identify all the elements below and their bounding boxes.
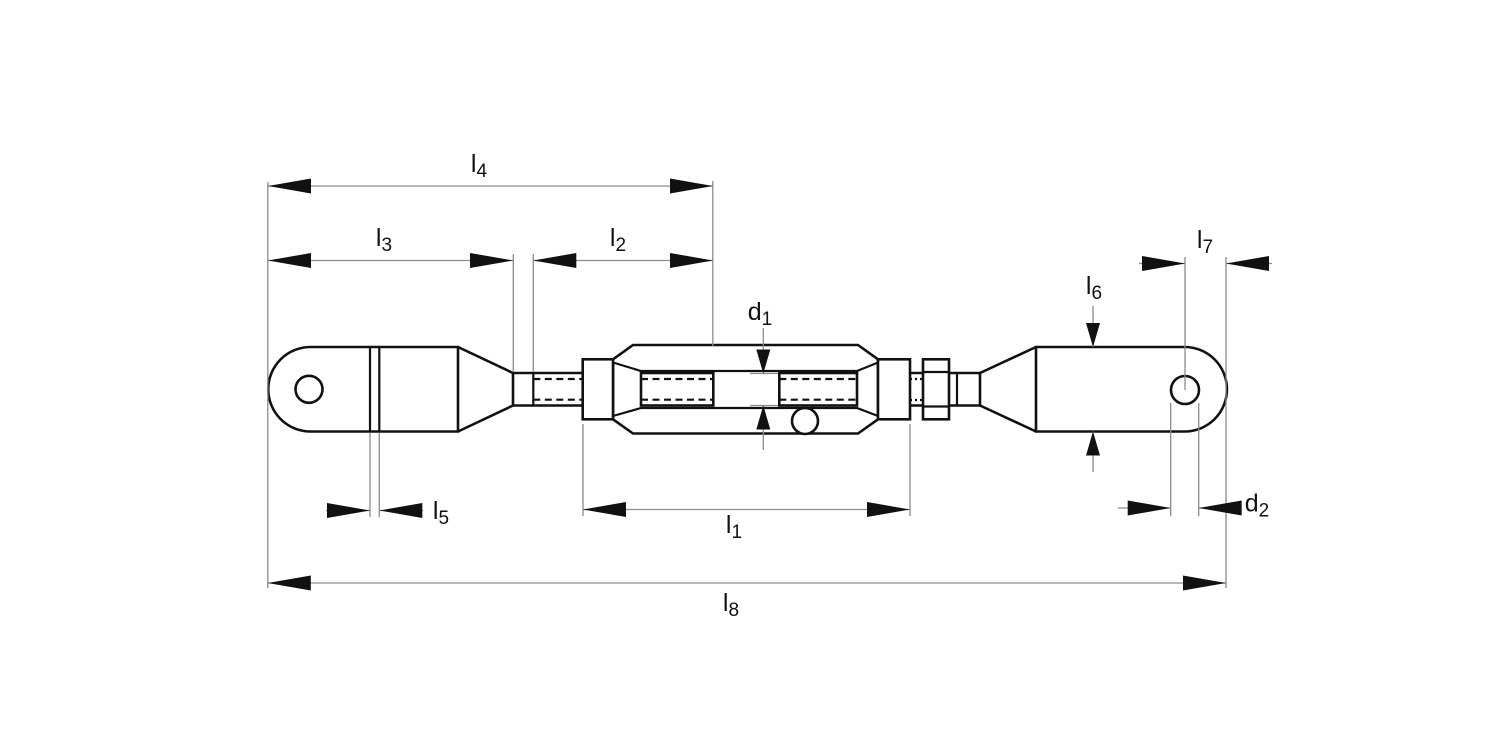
arrowhead-right <box>670 178 713 194</box>
arrowhead-left <box>1127 500 1171 516</box>
dimension-l5: l5 <box>326 497 449 529</box>
arrowhead-top <box>1086 323 1100 347</box>
right-eye-taper <box>979 345 1037 433</box>
arrowhead-right <box>867 502 910 517</box>
arrowhead-left <box>327 503 370 518</box>
dimension-label-l1: l1 <box>726 511 742 543</box>
right-eye-outline <box>1034 345 1229 433</box>
body-right-end-block <box>876 357 912 421</box>
left-threaded-rod <box>513 371 583 407</box>
dimension-label-l2: l2 <box>610 224 626 256</box>
dimension-label-l4: l4 <box>471 150 488 182</box>
part-views <box>267 343 1229 436</box>
dimension-label-d2: d2 <box>1245 490 1269 522</box>
dimensioning: l4 l3 l2 l5 l1 <box>267 150 1272 621</box>
arrowhead-right <box>1183 575 1226 591</box>
left-eye-weld-lines <box>368 347 381 432</box>
arrowhead-top <box>756 349 771 374</box>
arrowhead-right <box>470 253 513 268</box>
arrowhead-left <box>268 253 311 268</box>
left-eye-hole <box>294 374 324 405</box>
right-eye-end <box>1034 345 1229 433</box>
right-rod-inside-thread <box>779 377 857 401</box>
dimension-l1: l1 <box>583 502 910 543</box>
dimension-l7: l7 <box>1139 226 1272 271</box>
dimension-label-l5: l5 <box>433 497 449 529</box>
dimension-l6: l6 <box>1086 272 1102 472</box>
dimension-l3: l3 <box>268 224 513 268</box>
arrowhead-bottom <box>1086 431 1100 456</box>
extension-lines <box>267 181 1227 588</box>
right-threaded-rod <box>910 345 1037 433</box>
turnbuckle-body <box>581 343 912 436</box>
lock-nut-facets <box>923 370 949 408</box>
left-rod-outline <box>513 371 583 407</box>
dimension-d1: d1 <box>748 298 772 450</box>
right-rod-thread-lines <box>910 377 923 402</box>
body-drain-hole <box>790 406 820 436</box>
dimension-label-l7: l7 <box>1197 226 1213 258</box>
arrowhead-left <box>1142 256 1185 271</box>
dimension-label-l6: l6 <box>1086 272 1102 304</box>
left-rod-thread-lines <box>533 377 583 401</box>
dimension-label-l3: l3 <box>376 224 392 256</box>
arrowhead-right <box>379 503 423 518</box>
dimension-l8: l8 <box>267 575 1226 621</box>
left-eye-end <box>267 345 515 433</box>
arrowhead-right <box>670 253 713 268</box>
arrowhead-bottom <box>756 405 771 430</box>
dimension-d2: d2 <box>1118 490 1269 522</box>
arrowhead-left <box>583 502 626 517</box>
dimension-l4: l4 <box>268 150 713 194</box>
body-window-edges <box>612 361 879 418</box>
dimension-l2: l2 <box>533 224 713 268</box>
left-eye-taper <box>457 345 515 433</box>
arrowhead-right <box>1198 500 1242 516</box>
body-left-end-block <box>581 357 615 421</box>
dimension-label-l8: l8 <box>723 589 739 621</box>
lock-nut <box>921 357 951 421</box>
arrowhead-right <box>1226 256 1269 271</box>
arrowhead-left <box>268 178 311 194</box>
left-rod-inside-thread <box>641 377 714 401</box>
arrowhead-left <box>533 253 577 268</box>
arrowhead-left <box>267 575 311 591</box>
dimension-label-d1: d1 <box>748 298 772 330</box>
